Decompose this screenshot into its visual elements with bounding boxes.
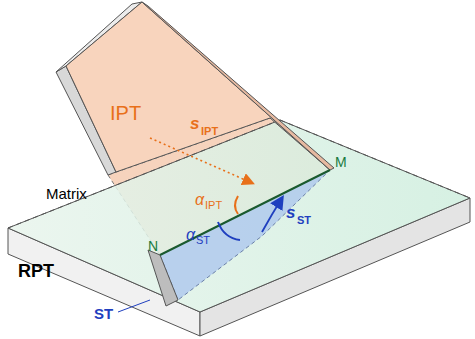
sst-arrow (262, 198, 282, 232)
st-plane (160, 170, 330, 300)
angle-subscript: ST (196, 235, 210, 246)
angle-symbol: α (186, 227, 195, 243)
st-edge (148, 250, 178, 306)
angle-symbol: α (195, 192, 204, 208)
vector-symbol: s (286, 204, 295, 221)
vector-subscript: ST (297, 215, 311, 226)
vector-symbol: s (190, 115, 199, 132)
alpha-st-arc (218, 222, 240, 240)
plate-label: RPT (18, 262, 54, 280)
ipt-plate (66, 2, 330, 172)
plane-label: Matrix (46, 186, 87, 201)
plane-label: ST (94, 306, 113, 321)
intersection-line (160, 170, 330, 255)
vector-subscript: IPT (201, 126, 218, 137)
angle-subscript: IPT (205, 200, 222, 211)
point-label: M (335, 155, 347, 169)
matrix-plane (8, 120, 470, 312)
ipt-plate-edge (142, 2, 334, 170)
plate-label: IPT (110, 103, 141, 123)
sipt-arrow (150, 138, 252, 183)
point-label: N (148, 239, 158, 253)
st-leader (118, 300, 150, 312)
alpha-ipt-arc (235, 196, 238, 214)
